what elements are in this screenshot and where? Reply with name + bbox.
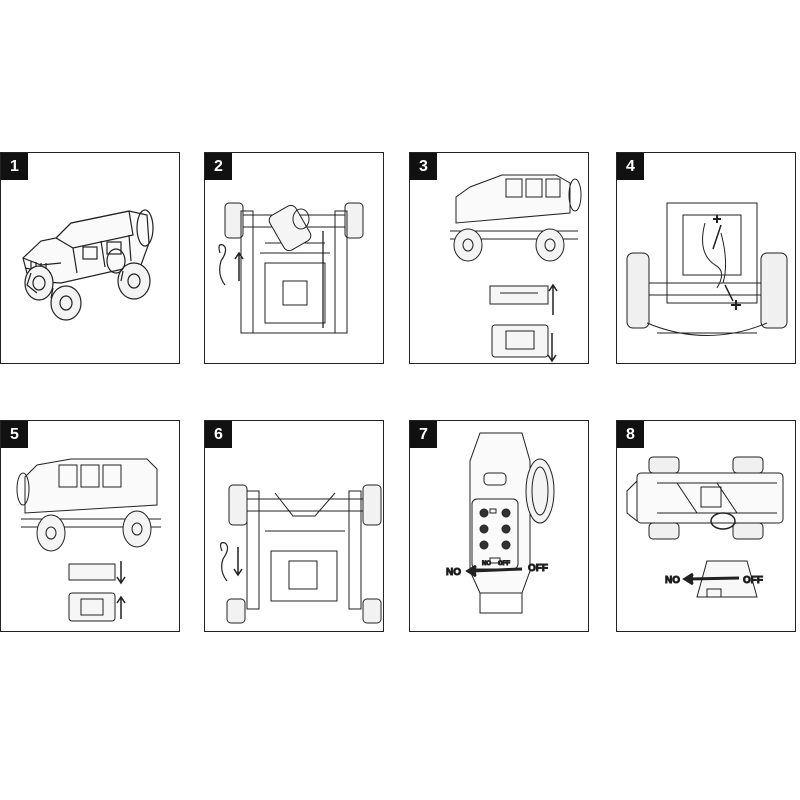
chassis-illustration <box>218 202 364 334</box>
step-6-panel: 6 <box>204 420 384 632</box>
step-4-panel: 4 <box>616 152 796 364</box>
arrow-down-icon <box>233 547 243 577</box>
step-number-badge: 6 <box>205 421 232 448</box>
step-5-panel: 5 <box>0 420 180 632</box>
step-number-badge: 3 <box>410 153 437 180</box>
step-1-panel: 1 <box>0 152 180 364</box>
transmitter-illustration: NO OFF NO OFF <box>446 432 555 614</box>
vehicle-underside-illustration: NO OFF <box>626 456 784 598</box>
switch-off-label: OFF <box>528 563 548 574</box>
wiring-illustration <box>626 202 788 336</box>
arrow-down-icon <box>547 333 557 363</box>
step-2-panel: 2 <box>204 152 384 364</box>
step-7-panel: 7 NO OFF NO OFF <box>409 420 589 632</box>
truck-side-illustration <box>16 458 161 622</box>
switch-arrow-icon <box>688 576 740 581</box>
step-number-badge: 4 <box>617 153 644 180</box>
switch-off-label: OFF <box>743 575 763 586</box>
step-number-badge: 5 <box>1 421 28 448</box>
body-clip-icon <box>218 244 227 286</box>
arrow-up-icon <box>234 251 244 281</box>
step-3-panel: 3 <box>409 152 589 364</box>
switch-on-label: NO <box>665 575 680 586</box>
arrow-up-icon <box>116 595 126 619</box>
step-number-badge: 2 <box>205 153 232 180</box>
arrow-down-icon <box>116 561 126 585</box>
step-number-badge: 8 <box>617 421 644 448</box>
plus-icon <box>731 300 741 310</box>
chassis-illustration <box>219 484 382 624</box>
switch-on-small-label: NO <box>482 561 491 567</box>
plus-icon <box>713 215 721 223</box>
arrow-up-icon <box>548 283 558 315</box>
switch-off-small-label: OFF <box>498 561 510 567</box>
step-number-badge: 7 <box>410 421 437 448</box>
body-clip-icon <box>219 542 229 582</box>
truck-side-illustration <box>450 174 582 363</box>
switch-on-label: NO <box>446 567 461 578</box>
switch-arrow-icon <box>471 567 523 573</box>
step-8-panel: 8 NO OFF <box>616 420 796 632</box>
step-number-badge: 1 <box>1 153 28 180</box>
truck-illustration <box>22 209 154 321</box>
